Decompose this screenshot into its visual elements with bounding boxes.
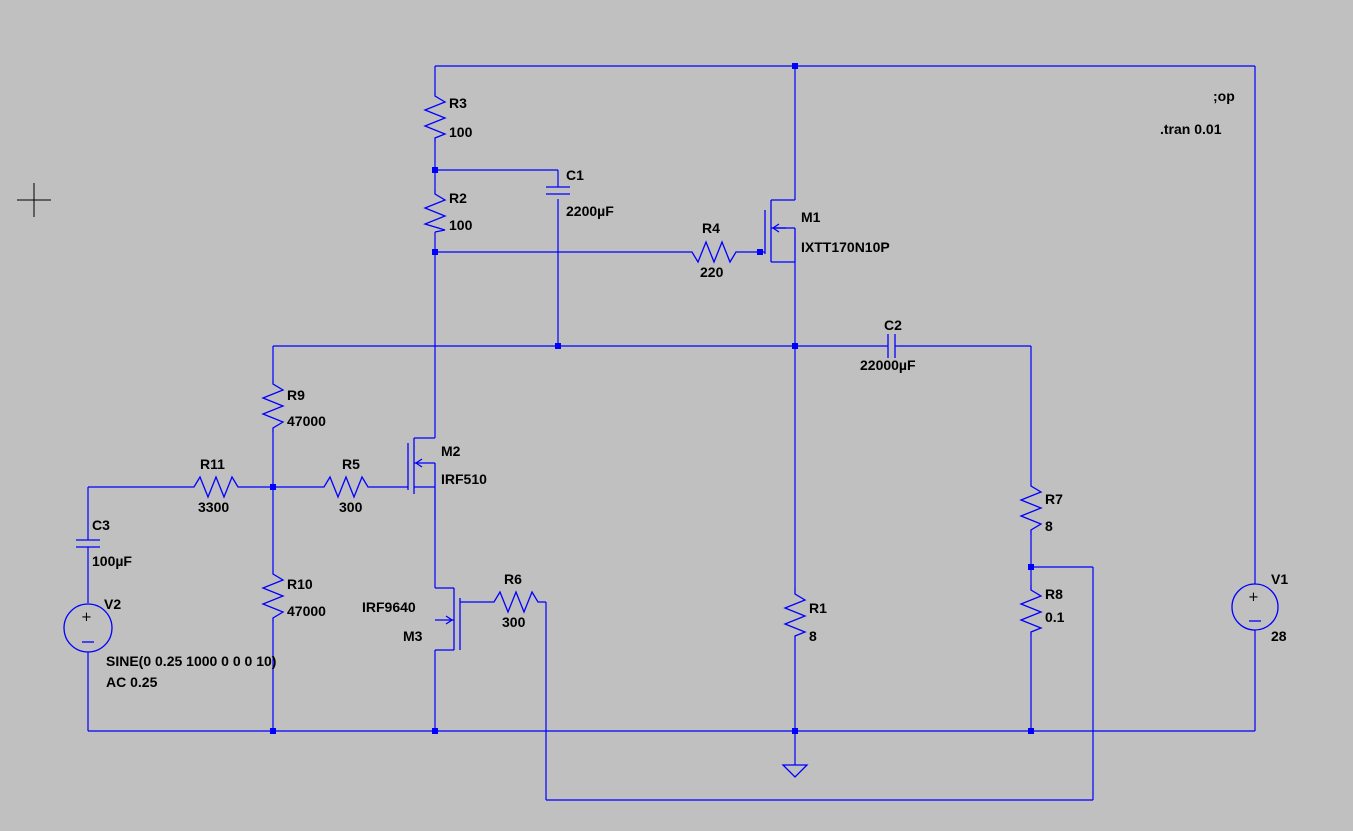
r11-value[interactable]: 3300 bbox=[198, 499, 229, 515]
plus-icon: + bbox=[81, 610, 92, 625]
r7-name: R7 bbox=[1045, 491, 1063, 507]
r8-name: R8 bbox=[1045, 586, 1063, 602]
resistor-r1[interactable] bbox=[783, 588, 807, 640]
resistor-r2[interactable] bbox=[423, 190, 447, 233]
directive-tran[interactable]: .tran 0.01 bbox=[1160, 121, 1222, 137]
c1-name: C1 bbox=[566, 167, 584, 183]
c3-value[interactable]: 100µF bbox=[92, 553, 132, 569]
v1-name: V1 bbox=[1271, 571, 1288, 587]
r8-value[interactable]: 0.1 bbox=[1045, 609, 1065, 625]
resistor-r5[interactable] bbox=[320, 475, 372, 499]
mosfet-m3[interactable] bbox=[435, 587, 461, 651]
resistor-r7[interactable] bbox=[1019, 480, 1043, 535]
mosfet-m2[interactable] bbox=[407, 437, 436, 520]
resistor-r9[interactable] bbox=[261, 380, 285, 432]
m2-name: M2 bbox=[441, 443, 461, 459]
wires bbox=[87, 65, 1256, 801]
m1-name: M1 bbox=[801, 209, 821, 225]
v1-value[interactable]: 28 bbox=[1271, 628, 1287, 644]
m3-name: M3 bbox=[403, 628, 423, 644]
r11-name: R11 bbox=[200, 456, 225, 472]
r6-name: R6 bbox=[504, 571, 522, 587]
capacitor-c2[interactable] bbox=[886, 334, 898, 358]
resistor-r11[interactable] bbox=[190, 475, 242, 499]
c3-name: C3 bbox=[92, 517, 110, 533]
c1-value[interactable]: 2200µF bbox=[566, 203, 614, 219]
r9-name: R9 bbox=[287, 387, 305, 403]
c2-name: C2 bbox=[884, 317, 902, 333]
mosfet-m1[interactable] bbox=[760, 199, 796, 263]
v2-ac[interactable]: AC 0.25 bbox=[106, 674, 158, 690]
resistor-r8[interactable] bbox=[1019, 585, 1043, 636]
m1-model[interactable]: IXTT170N10P bbox=[801, 239, 890, 255]
junction-dots bbox=[270, 63, 1034, 734]
plus-icon: + bbox=[1248, 590, 1259, 605]
r10-value[interactable]: 47000 bbox=[287, 603, 326, 619]
r2-name: R2 bbox=[449, 190, 467, 206]
ground-icon[interactable] bbox=[781, 764, 809, 778]
resistor-r10[interactable] bbox=[261, 570, 285, 622]
r7-value[interactable]: 8 bbox=[1045, 518, 1053, 534]
resistor-r4[interactable] bbox=[688, 240, 740, 264]
crosshair-icon bbox=[17, 183, 51, 217]
m2-model[interactable]: IRF510 bbox=[441, 471, 487, 487]
resistor-r6[interactable] bbox=[490, 590, 546, 614]
resistor-r3[interactable] bbox=[423, 92, 447, 142]
c2-value[interactable]: 22000µF bbox=[860, 357, 916, 373]
r2-value[interactable]: 100 bbox=[449, 217, 473, 233]
v2-value[interactable]: SINE(0 0.25 1000 0 0 0 10) bbox=[106, 653, 276, 669]
v2-name: V2 bbox=[104, 596, 121, 612]
r1-value[interactable]: 8 bbox=[809, 628, 817, 644]
r9-value[interactable]: 47000 bbox=[287, 413, 326, 429]
m3-model[interactable]: IRF9640 bbox=[362, 599, 416, 615]
r3-name: R3 bbox=[449, 95, 467, 111]
voltage-source-v1[interactable]: + bbox=[1231, 583, 1279, 631]
r3-value[interactable]: 100 bbox=[449, 124, 473, 140]
voltage-source-v2[interactable]: + bbox=[63, 603, 113, 653]
r4-name: R4 bbox=[702, 220, 720, 236]
capacitor-c1[interactable] bbox=[546, 186, 570, 195]
r10-name: R10 bbox=[287, 576, 313, 592]
directive-op[interactable]: ;op bbox=[1213, 88, 1235, 104]
capacitor-c3[interactable] bbox=[76, 539, 100, 552]
r5-name: R5 bbox=[342, 456, 360, 472]
r4-value[interactable]: 220 bbox=[700, 264, 724, 280]
r6-value[interactable]: 300 bbox=[502, 614, 526, 630]
r5-value[interactable]: 300 bbox=[339, 499, 363, 515]
r1-name: R1 bbox=[809, 600, 827, 616]
